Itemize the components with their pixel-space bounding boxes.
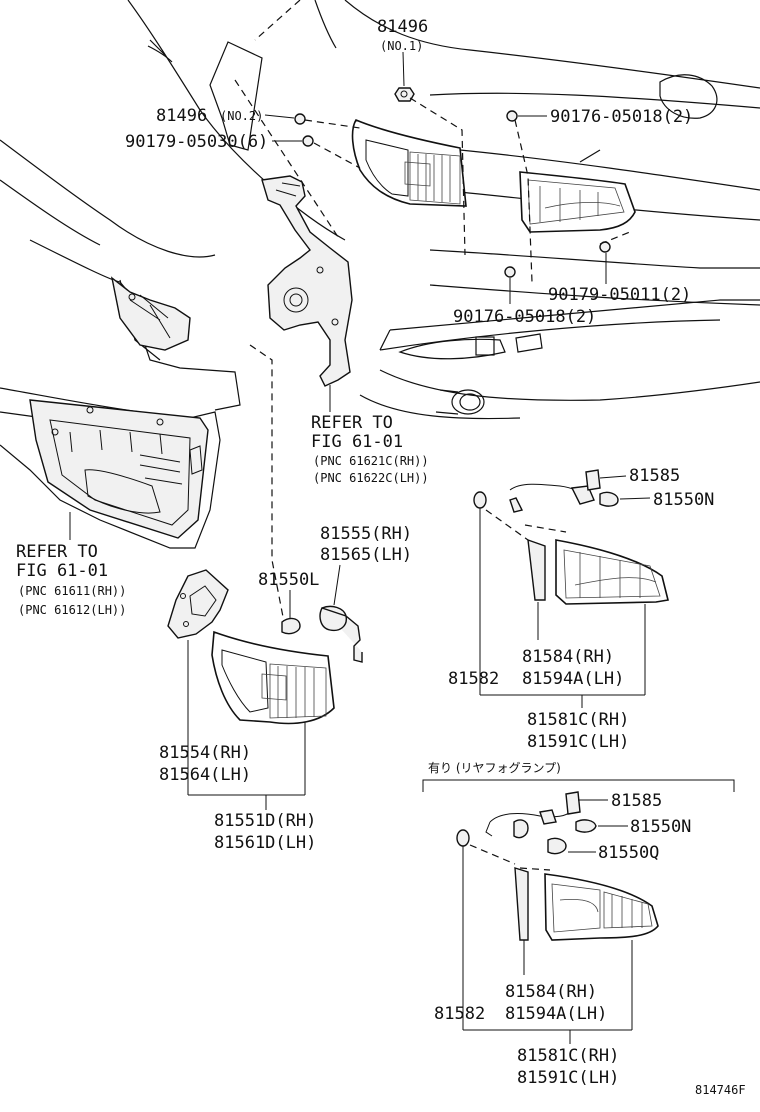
optional-section-title: 有り (リヤフォグランプ) bbox=[428, 761, 561, 775]
refer-left-line2: FIG 61-01 bbox=[16, 561, 108, 581]
callout-81561D-lh: 81561D(LH) bbox=[214, 833, 316, 853]
center-bracket bbox=[261, 175, 353, 387]
callout-90176-05018-top: 90176-05018(2) bbox=[550, 107, 693, 127]
rear-panel-outline bbox=[0, 387, 221, 549]
refer-left-line1: REFER TO bbox=[16, 542, 98, 562]
refer-center-line2: FIG 61-01 bbox=[311, 432, 403, 452]
callout-81555-rh: 81555(RH) bbox=[320, 524, 412, 544]
lower-callout-81591C-lh: 81591C(LH) bbox=[517, 1068, 619, 1088]
refer-center-line4: (PNC 61622C(LH)) bbox=[313, 471, 429, 485]
lower-callout-81594A-lh: 81594A(LH) bbox=[505, 1004, 607, 1024]
upper-callout-81581C-rh: 81581C(RH) bbox=[527, 710, 629, 730]
callout-90179-05030: 90179-05030(6) bbox=[125, 132, 268, 152]
outer-lamp-exploded bbox=[167, 344, 363, 725]
lower-callout-81550N: 81550N bbox=[630, 817, 691, 837]
callout-81554-rh: 81554(RH) bbox=[159, 743, 251, 763]
drawing-number: 814746F bbox=[695, 1083, 746, 1097]
inner-lamp-exploded-upper bbox=[473, 469, 669, 605]
refer-center-line1: REFER TO bbox=[311, 413, 393, 433]
inner-lamp-installed bbox=[519, 171, 636, 233]
quarter-panel-outline bbox=[0, 139, 241, 411]
callout-81551D-rh: 81551D(RH) bbox=[214, 811, 316, 831]
lower-callout-81584-rh: 81584(RH) bbox=[505, 982, 597, 1002]
upper-callout-81594A-lh: 81594A(LH) bbox=[522, 669, 624, 689]
callout-81496-no1: 81496 bbox=[377, 17, 428, 37]
refer-center-line3: (PNC 61621C(RH)) bbox=[313, 454, 429, 468]
upper-callout-81584-rh: 81584(RH) bbox=[522, 647, 614, 667]
lower-callout-81550Q: 81550Q bbox=[598, 843, 659, 863]
refer-left-line4: (PNC 61612(LH)) bbox=[18, 603, 126, 617]
callout-81550L: 81550L bbox=[258, 570, 319, 590]
lower-callout-81585: 81585 bbox=[611, 791, 662, 811]
bracket-lines-81551D bbox=[187, 640, 306, 810]
callout-81496-no2: 81496 bbox=[156, 106, 207, 126]
upper-callout-81585: 81585 bbox=[629, 466, 680, 486]
vehicle-body-outline bbox=[127, 0, 760, 420]
inner-lamp-exploded-lower bbox=[456, 791, 659, 941]
outer-tail-lamp-installed bbox=[351, 118, 467, 207]
refer-left-line3: (PNC 61611(RH)) bbox=[18, 584, 126, 598]
lower-callout-81582: 81582 bbox=[434, 1004, 485, 1024]
upper-callout-81582: 81582 bbox=[448, 669, 499, 689]
leader-81555 bbox=[333, 564, 341, 606]
callout-81565-lh: 81565(LH) bbox=[320, 545, 412, 565]
callout-90179-05011: 90179-05011(2) bbox=[548, 285, 691, 305]
upper-callout-81591C-lh: 81591C(LH) bbox=[527, 732, 629, 752]
upper-callout-81550N: 81550N bbox=[653, 490, 714, 510]
leader-lines-top bbox=[234, 0, 631, 412]
upper-inner-leaders bbox=[479, 475, 651, 708]
optional-section-bracket bbox=[422, 779, 735, 792]
callout-90176-05018-mid: 90176-05018(2) bbox=[453, 307, 596, 327]
lower-inner-leaders bbox=[462, 799, 633, 1044]
callout-81496-no2-note: (NO.2) bbox=[220, 109, 263, 123]
lower-callout-81581C-rh: 81581C(RH) bbox=[517, 1046, 619, 1066]
callout-81496-no1-note: (NO.1) bbox=[380, 39, 423, 53]
callout-81564-lh: 81564(LH) bbox=[159, 765, 251, 785]
